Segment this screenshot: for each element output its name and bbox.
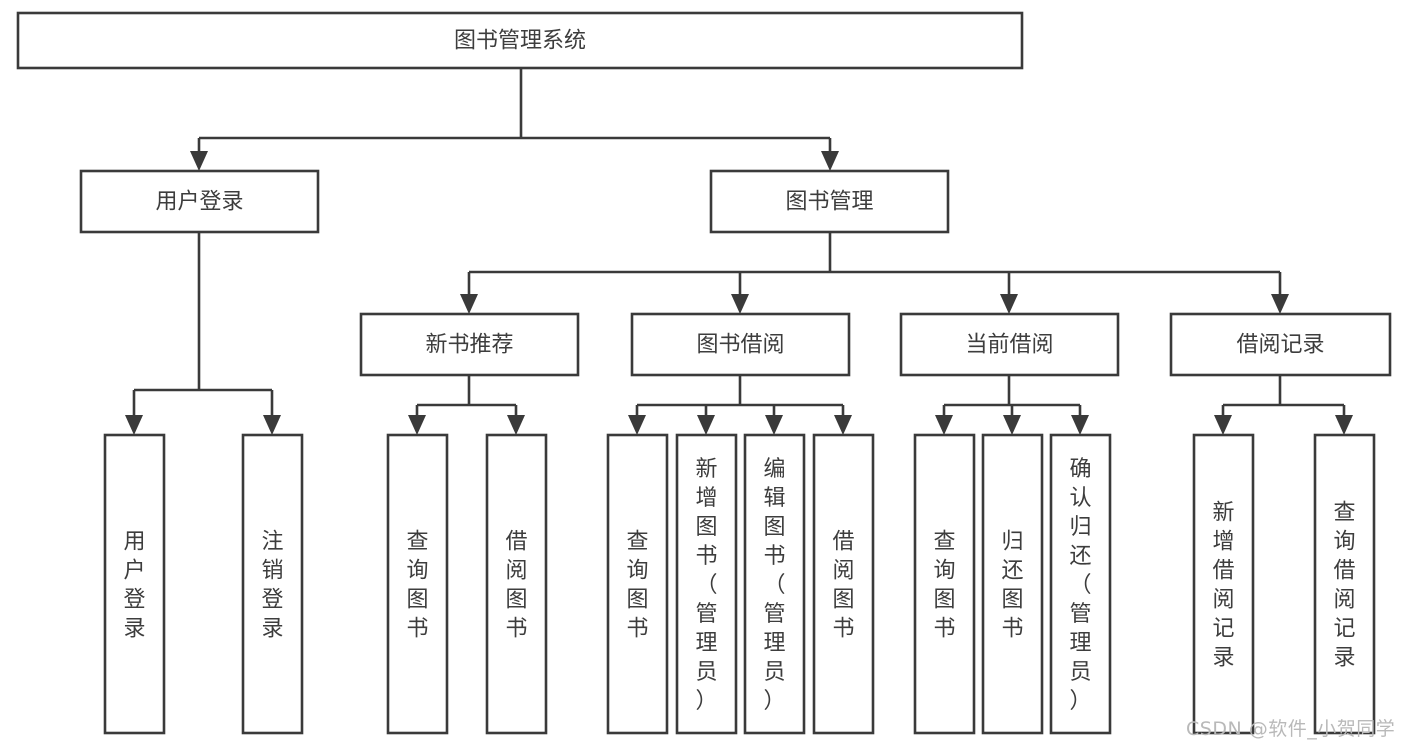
connector-group-current-borrow-to-leaves — [935, 375, 1089, 435]
arrow-head-icon — [731, 294, 749, 314]
arrow-head-icon — [765, 415, 783, 435]
node-label-new-book-rec: 新书推荐 — [425, 333, 513, 358]
connector-group-root-to-level2 — [190, 68, 839, 171]
node-user-login[interactable]: 用户登录 — [79, 169, 320, 234]
node-box-leaf-borrow-book-2[interactable] — [812, 433, 875, 735]
node-label-book-manage: 图书管理 — [785, 190, 873, 215]
node-box-new-book-rec[interactable] — [359, 312, 580, 377]
arrow-head-icon — [460, 294, 478, 314]
node-label-leaf-query-book-1: 查询图书 — [406, 530, 428, 642]
node-box-book-borrow[interactable] — [630, 312, 851, 377]
node-box-leaf-query-book-3[interactable] — [913, 433, 976, 735]
node-label-leaf-borrow-book-1: 借阅图书 — [505, 530, 527, 642]
node-box-leaf-add-record[interactable] — [1192, 433, 1255, 735]
node-leaf-query-book-1[interactable]: 查询图书 — [386, 433, 449, 735]
arrow-head-icon — [1214, 415, 1232, 435]
node-label-root: 图书管理系统 — [454, 29, 586, 54]
node-label-leaf-add-record: 新增借阅记录 — [1212, 501, 1234, 671]
node-box-user-login[interactable] — [79, 169, 320, 234]
connector-group-borrow-record-to-leaves — [1214, 375, 1353, 435]
node-label-leaf-confirm-return: 确认归还（管理员） — [1069, 457, 1091, 714]
node-box-leaf-query-record[interactable] — [1313, 433, 1376, 735]
arrow-head-icon — [263, 415, 281, 435]
node-box-borrow-record[interactable] — [1169, 312, 1392, 377]
node-box-root[interactable] — [16, 11, 1024, 70]
arrow-head-icon — [1003, 415, 1021, 435]
node-label-book-borrow: 图书借阅 — [696, 333, 784, 358]
node-box-leaf-return-book[interactable] — [981, 433, 1044, 735]
node-label-user-login: 用户登录 — [155, 190, 243, 215]
arrow-head-icon — [1071, 415, 1089, 435]
node-new-book-rec[interactable]: 新书推荐 — [359, 312, 580, 377]
arrow-head-icon — [125, 415, 143, 435]
arrow-head-icon — [408, 415, 426, 435]
node-leaf-borrow-book-1[interactable]: 借阅图书 — [485, 433, 548, 735]
connector-group-book-borrow-to-leaves — [628, 375, 852, 435]
node-box-leaf-user-logout[interactable] — [241, 433, 304, 735]
arrow-head-icon — [190, 151, 208, 171]
connector-group-book-manage-to-level3 — [460, 232, 1289, 314]
node-leaf-user-logout[interactable]: 注销登录 — [241, 433, 304, 735]
node-label-current-borrow: 当前借阅 — [965, 333, 1053, 358]
node-label-leaf-edit-book: 编辑图书（管理员） — [763, 457, 785, 714]
arrow-head-icon — [507, 415, 525, 435]
arrow-head-icon — [697, 415, 715, 435]
arrow-head-icon — [935, 415, 953, 435]
connector-group-new-book-rec-to-leaves — [408, 375, 525, 435]
node-box-leaf-add-book[interactable] — [675, 433, 738, 735]
node-box-leaf-confirm-return[interactable] — [1049, 433, 1112, 735]
node-box-current-borrow[interactable] — [899, 312, 1120, 377]
arrow-head-icon — [834, 415, 852, 435]
node-leaf-query-book-2[interactable]: 查询图书 — [606, 433, 669, 735]
node-label-leaf-add-book: 新增图书（管理员） — [695, 457, 717, 714]
node-leaf-add-book[interactable]: 新增图书（管理员） — [675, 433, 738, 735]
node-label-leaf-user-logout: 注销登录 — [261, 530, 283, 642]
node-borrow-record[interactable]: 借阅记录 — [1169, 312, 1392, 377]
node-book-manage[interactable]: 图书管理 — [709, 169, 950, 234]
node-box-leaf-borrow-book-1[interactable] — [485, 433, 548, 735]
node-box-book-manage[interactable] — [709, 169, 950, 234]
node-leaf-user-login[interactable]: 用户登录 — [103, 433, 166, 735]
node-box-leaf-user-login[interactable] — [103, 433, 166, 735]
node-label-leaf-borrow-book-2: 借阅图书 — [832, 530, 854, 642]
node-root[interactable]: 图书管理系统 — [16, 11, 1024, 70]
node-label-leaf-return-book: 归还图书 — [1001, 530, 1023, 642]
node-leaf-return-book[interactable]: 归还图书 — [981, 433, 1044, 735]
node-leaf-edit-book[interactable]: 编辑图书（管理员） — [743, 433, 806, 735]
node-label-leaf-query-record: 查询借阅记录 — [1333, 501, 1355, 671]
node-leaf-borrow-book-2[interactable]: 借阅图书 — [812, 433, 875, 735]
node-leaf-add-record[interactable]: 新增借阅记录 — [1192, 433, 1255, 735]
arrow-head-icon — [628, 415, 646, 435]
node-leaf-confirm-return[interactable]: 确认归还（管理员） — [1049, 433, 1112, 735]
node-box-leaf-query-book-1[interactable] — [386, 433, 449, 735]
node-label-leaf-query-book-2: 查询图书 — [626, 530, 648, 642]
arrow-head-icon — [821, 151, 839, 171]
node-leaf-query-book-3[interactable]: 查询图书 — [913, 433, 976, 735]
connector-group-user-login-to-leaves — [125, 232, 281, 435]
node-label-borrow-record: 借阅记录 — [1236, 333, 1324, 358]
node-layer: 图书管理系统用户登录图书管理新书推荐图书借阅当前借阅借阅记录用户登录注销登录查询… — [16, 11, 1392, 735]
node-box-leaf-edit-book[interactable] — [743, 433, 806, 735]
node-book-borrow[interactable]: 图书借阅 — [630, 312, 851, 377]
node-label-leaf-query-book-3: 查询图书 — [933, 530, 955, 642]
connector-layer — [125, 68, 1353, 435]
arrow-head-icon — [1335, 415, 1353, 435]
node-current-borrow[interactable]: 当前借阅 — [899, 312, 1120, 377]
node-label-leaf-user-login: 用户登录 — [123, 530, 145, 642]
node-box-leaf-query-book-2[interactable] — [606, 433, 669, 735]
arrow-head-icon — [1000, 294, 1018, 314]
arrow-head-icon — [1271, 294, 1289, 314]
node-leaf-query-record[interactable]: 查询借阅记录 — [1313, 433, 1376, 735]
